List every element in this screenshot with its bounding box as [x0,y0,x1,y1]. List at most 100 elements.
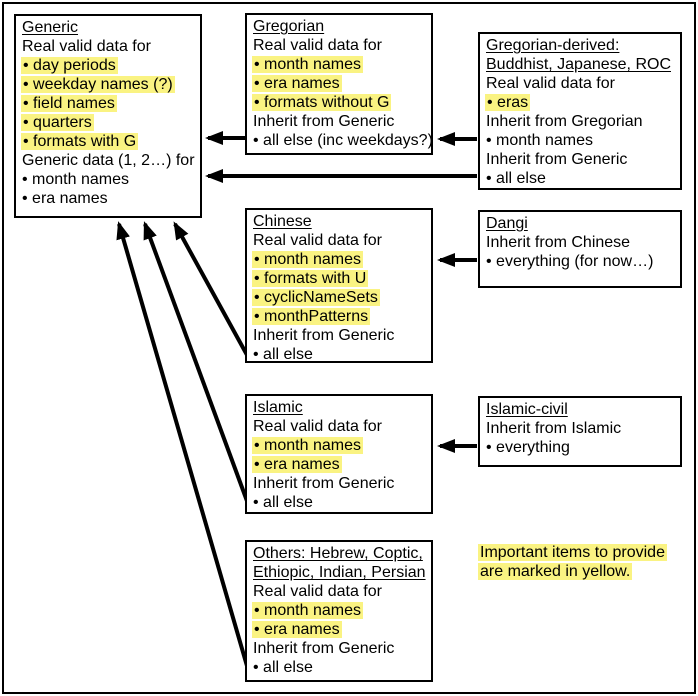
box-line: Inherit from Chinese [486,234,631,251]
box-line: • weekday names (?) [21,76,175,93]
box-line-row: • formats with G [21,132,200,151]
box-line-row: • quarters [21,113,200,132]
box-title: Dangi [486,215,528,232]
box-line: • all else [253,494,313,511]
box-line: • field names [21,95,117,112]
box-line-row: • all else [253,345,431,364]
box-line: • all else [486,170,546,187]
box-line-row: Real valid data for [253,231,431,250]
box-line-row: Ethiopic, Indian, Persian [253,563,431,582]
box-line-row: Gregorian [253,17,431,36]
box-line-row: Inherit from Generic [253,474,431,493]
box-line: Inherit from Islamic [486,420,622,437]
box-line-row: Inherit from Generic [253,639,431,658]
box-line: Inherit from Generic [253,327,395,344]
box-title: Islamic-civil [486,401,568,418]
box-islamic-civil: Islamic-civil Inherit from Islamic • eve… [478,396,682,467]
box-line-row: • all else [486,169,680,188]
box-line-row: • month names [252,436,431,455]
box-line: • everything [486,439,570,456]
box-line-row: • weekday names (?) [21,75,200,94]
box-line-row: Generic [22,18,200,37]
box-line-row: • month names [22,170,200,189]
box-line: Real valid data for [22,38,151,55]
box-line: Real valid data for [253,418,382,435]
box-line: • month names [252,56,363,73]
box-line-row: • all else (inc weekdays?) [253,131,433,150]
box-line: • month names [252,602,363,619]
box-line-row: • era names [22,189,200,208]
box-line: • all else (inc weekdays?) [253,132,433,149]
box-line-row: • formats with U [252,269,431,288]
box-line: Inherit from Generic [253,475,395,492]
box-line-row: Gregorian-derived: [486,36,680,55]
box-line-row: • era names [252,620,431,639]
box-line: • formats with U [252,270,369,287]
box-line-row: Inherit from Islamic [486,419,680,438]
box-line: • formats with G [21,133,139,150]
box-line: • all else [253,659,313,676]
box-islamic: Islamic Real valid data for • month name… [245,394,433,514]
box-title: Buddhist, Japanese, ROC [486,56,671,73]
box-line-row: • day periods [21,56,200,75]
box-line: Inherit from Generic [253,113,395,130]
box-line: • month names [252,437,363,454]
box-line-row: • all else [253,658,431,677]
box-line: • month names [486,132,593,149]
box-line: Inherit from Generic [253,640,395,657]
box-title: Generic [22,19,79,36]
box-line-row: Real valid data for [22,37,200,56]
box-line-row: Islamic [253,398,431,417]
box-line: • month names [252,251,363,268]
box-line: • quarters [21,114,94,131]
box-line: Real valid data for [486,75,615,92]
box-line-row: • era names [252,455,431,474]
box-line-row: • month names [486,131,680,150]
box-line: • monthPatterns [252,308,371,325]
box-line-row: Buddhist, Japanese, ROC [486,55,680,74]
box-title: Gregorian [253,18,325,35]
box-title: Others: Hebrew, Coptic, [253,545,423,562]
box-line: • month names [22,171,129,188]
box-title: Gregorian-derived: [486,37,620,54]
box-line-row: • month names [252,601,431,620]
box-line-row: Inherit from Chinese [486,233,680,252]
box-others: Others: Hebrew, Coptic, Ethiopic, Indian… [245,540,433,682]
box-line-row: • all else [253,493,431,512]
box-line-row: • field names [21,94,200,113]
legend-note-line: are marked in yellow. [478,563,633,580]
box-line-row: • month names [252,250,431,269]
box-line: Real valid data for [253,232,382,249]
box-line-row: Islamic-civil [486,400,680,419]
box-line: Real valid data for [253,37,382,54]
box-title: Chinese [253,213,312,230]
box-line-row: Real valid data for [253,36,431,55]
box-line-row: • monthPatterns [252,307,431,326]
box-line-row: Inherit from Generic [253,326,431,345]
box-line-row: Inherit from Generic [253,112,431,131]
box-line: • day periods [21,57,118,74]
legend-note: Important items to provide are marked in… [478,541,691,585]
box-line: • era names [252,456,342,473]
box-dangi: Dangi Inherit from Chinese • everything … [478,210,682,288]
box-line-row: Important items to provide [478,543,691,562]
box-line: • all else [253,346,313,363]
box-line-row: • formats without G [252,93,431,112]
box-gregorian: Gregorian Real valid data for • month na… [245,13,433,155]
box-line-row: Others: Hebrew, Coptic, [253,544,431,563]
box-line-row: Real valid data for [486,74,680,93]
box-generic: Generic Real valid data for • day period… [14,14,202,218]
box-line: • era names [252,75,342,92]
box-line: Inherit from Generic [486,151,628,168]
box-line-row: • everything [486,438,680,457]
box-line-row: Real valid data for [253,417,431,436]
box-line: Real valid data for [253,583,382,600]
box-line-row: Inherit from Gregorian [486,112,680,131]
box-line-row: Inherit from Generic [486,150,680,169]
box-line: • era names [252,621,342,638]
box-line: • everything (for now…) [486,253,654,270]
box-title: Ethiopic, Indian, Persian [253,564,426,581]
box-line-row: • everything (for now…) [486,252,680,271]
box-line: Generic data (1, 2…) for [22,152,195,169]
